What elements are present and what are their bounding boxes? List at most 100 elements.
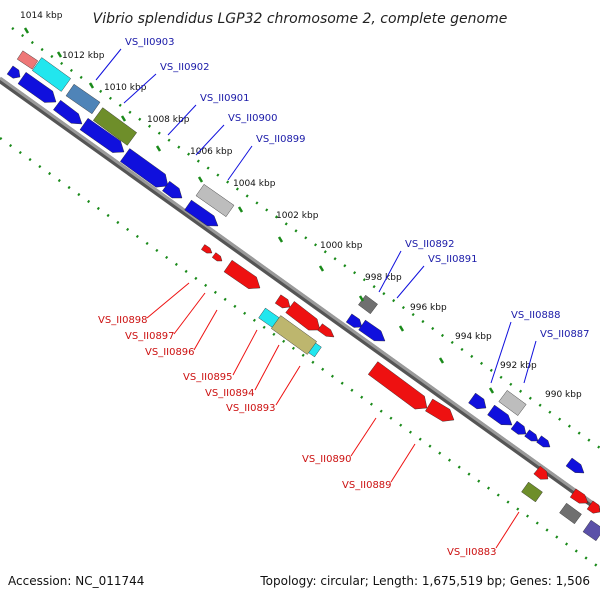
scale-label: 998 kbp (365, 273, 402, 283)
gene-block (271, 315, 317, 355)
major-tick (120, 115, 127, 122)
scale-label: 1000 kbp (320, 241, 363, 251)
inner-tick-track (0, 136, 600, 570)
chromosome-backbone (0, 76, 600, 510)
forward-gene-arrow (358, 319, 386, 342)
scale-label: 1014 kbp (20, 11, 63, 21)
major-tick (277, 236, 284, 243)
reverse-gene-label: VS_II0893 (226, 403, 276, 414)
genome-summary-text: Topology: circular; Length: 1,675,519 bp… (260, 574, 590, 588)
gene-block (65, 83, 101, 115)
map-title: Vibrio splendidus LGP32 chromosome 2, co… (93, 11, 508, 27)
gene-block (16, 50, 39, 70)
forward-gene-label: VS_II0891 (428, 254, 478, 265)
scale-label: 1008 kbp (147, 115, 190, 125)
reverse-gene-arrow (201, 244, 213, 254)
gene-block (559, 502, 582, 525)
reverse-gene-arrow (211, 252, 223, 262)
reverse-gene-leader (254, 344, 280, 391)
reverse-gene-arrow (285, 301, 321, 331)
reverse-gene-leader (193, 309, 218, 351)
reverse-gene-label: VS_II0889 (342, 480, 392, 491)
forward-gene-label: VS_II0888 (511, 310, 561, 321)
reverse-gene-arrow (533, 465, 549, 480)
outer-tick-track (11, 26, 600, 450)
forward-gene-arrow (162, 180, 183, 199)
scale-label: 1006 kbp (190, 147, 233, 157)
forward-gene-arrow (79, 118, 125, 153)
forward-gene-leader (396, 265, 425, 299)
forward-gene-label: VS_II0903 (125, 37, 175, 48)
forward-gene-label: VS_II0892 (405, 239, 455, 250)
scale-label: 996 kbp (410, 303, 447, 313)
forward-gene-arrow (53, 99, 83, 125)
major-tick (155, 145, 162, 152)
forward-gene-arrow (487, 404, 513, 426)
forward-gene-arrow (524, 429, 539, 442)
forward-gene-arrow (184, 199, 219, 227)
forward-gene-arrow (468, 392, 487, 410)
forward-gene-arrow (6, 65, 21, 79)
forward-gene-label: VS_II0902 (160, 62, 210, 73)
reverse-gene-label: VS_II0883 (447, 547, 497, 558)
reverse-gene-arrow (223, 259, 261, 289)
major-tick (237, 206, 244, 213)
gene-block (93, 107, 137, 146)
reverse-gene-label: VS_II0898 (98, 315, 148, 326)
reverse-gene-arrow (274, 294, 291, 309)
reverse-gene-leader (146, 282, 190, 319)
backbone-shadow (0, 77, 600, 513)
forward-gene-leader (227, 145, 253, 181)
forward-gene-arrow (510, 420, 527, 435)
reverse-gene-label: VS_II0896 (145, 347, 195, 358)
major-tick (56, 51, 63, 58)
reverse-gene-arrow (586, 500, 600, 514)
forward-gene-leader (167, 104, 197, 136)
reverse-gene-leader (173, 292, 206, 335)
forward-gene-label: VS_II0887 (540, 329, 590, 340)
reverse-gene-label: VS_II0897 (125, 331, 175, 342)
forward-gene-leader (123, 73, 157, 104)
major-tick (88, 82, 95, 89)
major-tick (398, 325, 405, 332)
reverse-gene-leader (275, 365, 301, 406)
reverse-gene-arrow (425, 398, 455, 422)
major-tick (23, 27, 30, 34)
major-tick (318, 265, 325, 272)
reverse-gene-label: VS_II0894 (205, 388, 255, 399)
scale-label: 992 kbp (500, 361, 537, 371)
forward-gene-arrow (120, 148, 169, 188)
forward-gene-arrow (345, 313, 363, 328)
reverse-gene-leader (390, 443, 416, 483)
forward-gene-leader (523, 340, 537, 384)
scale-label: 994 kbp (455, 332, 492, 342)
scale-label: 1002 kbp (276, 211, 319, 221)
forward-gene-leader (490, 321, 512, 384)
forward-gene-leader (378, 250, 402, 293)
reverse-gene-leader (495, 511, 520, 549)
reverse-gene-label: VS_II0895 (183, 372, 233, 383)
forward-gene-arrow (536, 435, 551, 448)
reverse-gene-arrow (569, 488, 589, 504)
forward-gene-label: VS_II0899 (256, 134, 306, 145)
scale-label: 1012 kbp (62, 51, 105, 61)
gene-block (498, 390, 527, 416)
forward-gene-arrow (565, 457, 585, 474)
forward-gene-leader (95, 48, 122, 81)
major-tick (488, 387, 495, 394)
reverse-gene-leader (232, 329, 258, 376)
forward-gene-arrow (17, 72, 57, 103)
scale-label: 990 kbp (545, 390, 582, 400)
gene-block (32, 57, 71, 92)
reverse-gene-arrow (367, 361, 428, 410)
major-tick (358, 295, 365, 302)
major-tick (438, 357, 445, 364)
forward-gene-label: VS_II0901 (200, 93, 250, 104)
gene-block (521, 481, 543, 503)
reverse-gene-arrow (317, 323, 335, 338)
accession-text: Accession: NC_011744 (8, 574, 145, 588)
scale-label: 1004 kbp (233, 179, 276, 189)
scale-label: 1010 kbp (104, 83, 147, 93)
major-tick (197, 176, 204, 183)
